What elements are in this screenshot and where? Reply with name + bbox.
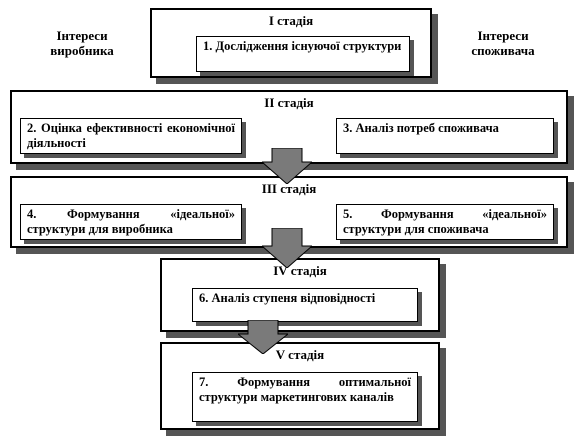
stage-1: І стадія 1. Дослідження існуючої структу… — [150, 8, 432, 78]
stage-2: ІІ стадія 2. Оцінка ефективності економі… — [10, 90, 568, 164]
producer-interests-label: Інтереси виробника — [50, 28, 114, 58]
step-1-box: 1. Дослідження існуючої структури — [196, 36, 410, 72]
step-7-box: 7. Формування оптимальної структури марк… — [192, 372, 418, 422]
arrow-down-icon — [262, 228, 312, 268]
arrow-down-icon — [262, 148, 312, 184]
stage-3-title: ІІІ стадія — [261, 181, 317, 196]
consumer-interests-label: Інтереси споживача — [471, 28, 535, 58]
stage-5: V стадія 7. Формування оптимальної струк… — [160, 342, 440, 430]
step-4-box: 4. Формування «ідеальної» структури для … — [20, 204, 242, 240]
stage-1-title: І стадія — [268, 13, 314, 28]
stage-5-title: V стадія — [275, 347, 325, 362]
arrow-down-icon — [238, 320, 288, 354]
step-2-box: 2. Оцінка ефективності економічної діяль… — [20, 118, 242, 154]
step-5-box: 5. Формування «ідеальної» структури для … — [336, 204, 554, 240]
stage-2-title: ІІ стадія — [264, 95, 314, 110]
step-3-box: 3. Аналіз потреб споживача — [336, 118, 554, 154]
step-6-box: 6. Аналіз ступеня відповідності — [192, 288, 418, 322]
stage-4: ІV стадія 6. Аналіз ступеня відповідност… — [160, 258, 440, 332]
